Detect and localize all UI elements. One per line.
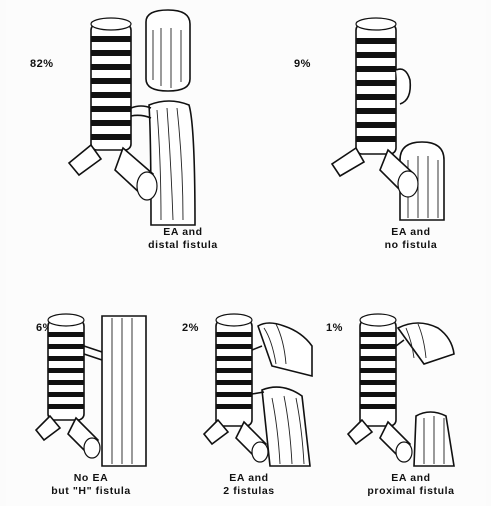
caption-p3-line1: No EA bbox=[26, 472, 156, 485]
fistula bbox=[396, 340, 404, 346]
fistula bbox=[131, 106, 151, 108]
caption-p4-line1: EA and bbox=[184, 472, 314, 485]
illustration-h-fistula bbox=[36, 306, 156, 466]
caption-p3-line2: but "H" fistula bbox=[26, 485, 156, 498]
caption-p1: EA and distal fistula bbox=[118, 226, 248, 252]
percent-label-p4: 2% bbox=[182, 322, 199, 334]
percent-label-p2: 9% bbox=[294, 58, 311, 70]
caption-p5-line1: EA and bbox=[346, 472, 476, 485]
caption-p2-line2: no fistula bbox=[346, 239, 476, 252]
illustration-no-fistula bbox=[316, 10, 466, 220]
fistulas bbox=[252, 346, 264, 394]
lower-esophagus bbox=[149, 101, 195, 225]
caption-p4: EA and 2 fistulas bbox=[184, 472, 314, 498]
lower-esophagus bbox=[262, 387, 310, 466]
caption-p1-line1: EA and bbox=[118, 226, 248, 239]
caption-p4-line2: 2 fistulas bbox=[184, 485, 314, 498]
illustration-two-fistulas bbox=[202, 306, 322, 466]
esophagus bbox=[102, 316, 146, 466]
percent-label-p5: 1% bbox=[326, 322, 343, 334]
illustration-distal-fistula bbox=[61, 10, 211, 220]
caption-p2: EA and no fistula bbox=[346, 226, 476, 252]
illustration-proximal-fistula bbox=[346, 306, 466, 466]
caption-p3: No EA but "H" fistula bbox=[26, 472, 156, 498]
caption-p2-line1: EA and bbox=[346, 226, 476, 239]
caption-p1-line2: distal fistula bbox=[118, 239, 248, 252]
caption-p5-line2: proximal fistula bbox=[346, 485, 476, 498]
left-bronchus bbox=[332, 148, 364, 176]
percent-label-p1: 82% bbox=[30, 58, 54, 70]
figure-frame: 82% EA and distal fistula 9% bbox=[6, 0, 486, 506]
h-fistula bbox=[84, 346, 102, 360]
trachea bbox=[91, 24, 131, 150]
caption-p5: EA and proximal fistula bbox=[346, 472, 476, 498]
upper-esophageal-pouch bbox=[396, 69, 410, 104]
